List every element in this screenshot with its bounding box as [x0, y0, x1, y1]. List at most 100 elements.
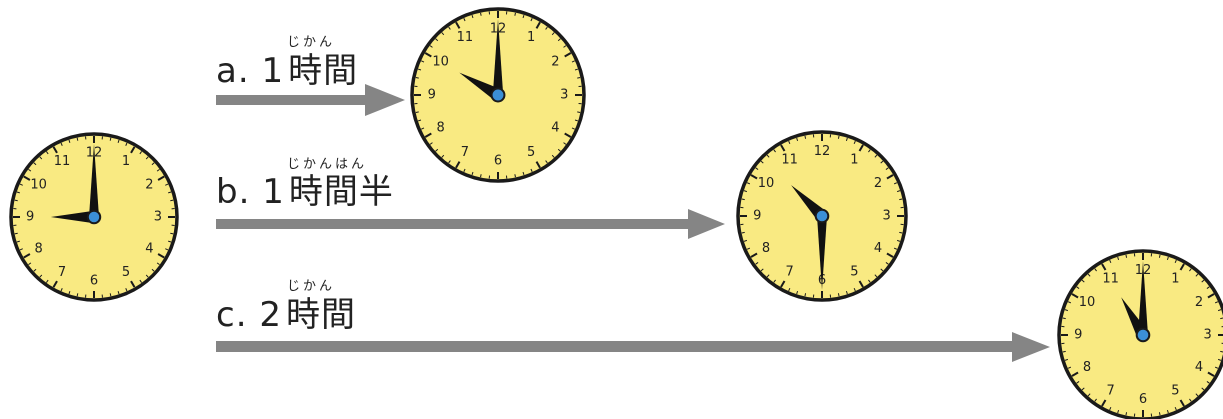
clock-tick	[52, 280, 58, 288]
clock-tick	[45, 279, 49, 283]
clock-tick	[429, 142, 433, 145]
clock-tick	[893, 182, 898, 185]
clock-tick	[68, 291, 71, 295]
clock-number: 10	[432, 54, 449, 69]
clock-tick	[858, 144, 864, 152]
clock-tick	[1207, 371, 1215, 377]
clock-tick	[535, 161, 541, 169]
clock-tick	[1195, 393, 1199, 397]
clock-number: 4	[551, 121, 559, 136]
clock-tick	[1125, 254, 1128, 258]
clock-tick	[845, 137, 848, 142]
clock-tick	[743, 190, 748, 193]
start-clock: 121234567891011	[9, 132, 179, 302]
clock-tick	[23, 175, 31, 181]
clock-center	[1135, 327, 1151, 343]
clock-tick	[766, 154, 770, 158]
clock-number: 7	[786, 265, 794, 280]
clock-tick	[1166, 409, 1169, 414]
clock-tick	[139, 279, 143, 283]
clock-tick	[455, 21, 461, 29]
clock-tick	[424, 52, 432, 58]
clock-tick	[893, 247, 898, 250]
clock-number: 8	[437, 121, 445, 136]
clock-tick	[741, 231, 745, 234]
clock-tick	[1174, 406, 1177, 411]
clock-tick	[574, 119, 579, 122]
clock-number: 3	[883, 209, 891, 224]
clock-tick	[545, 26, 548, 30]
clock-tick	[1206, 381, 1210, 384]
clock-number: 4	[145, 241, 153, 256]
clock-tick	[1214, 366, 1219, 369]
clock-tick	[755, 262, 759, 265]
clock-tick	[899, 231, 903, 234]
clock-tick	[1094, 398, 1097, 402]
clock-tick	[853, 140, 856, 145]
clock-tick	[896, 239, 901, 242]
clock-tick	[886, 174, 894, 180]
clock-tick	[463, 168, 466, 172]
clock-tick	[471, 14, 474, 19]
clock-number: 5	[1171, 384, 1179, 399]
clock-number: 2	[145, 178, 153, 193]
clock-tick	[1062, 350, 1066, 353]
clock-number: 4	[1195, 360, 1203, 375]
clock-tick	[165, 183, 169, 186]
clock-tick	[874, 274, 878, 278]
option-a-letter: a.	[216, 51, 250, 91]
clock-tick	[886, 252, 894, 258]
clock-number: 6	[1139, 392, 1147, 407]
clock-tick	[151, 162, 155, 166]
clock-tick	[417, 119, 422, 122]
clock-tick	[145, 274, 149, 278]
clock-tick	[564, 132, 572, 138]
clock-tick	[766, 274, 770, 278]
clock-tick	[845, 290, 848, 295]
clock-tick	[480, 12, 482, 16]
clock-tick	[1067, 301, 1072, 304]
clock-tick	[853, 287, 856, 292]
clock-number: 2	[874, 176, 882, 191]
minute-hand	[89, 144, 99, 222]
clock-number: 9	[428, 88, 436, 103]
clock-tick	[157, 175, 165, 181]
clock-number: 11	[457, 30, 474, 45]
clock-tick	[530, 168, 533, 172]
clock-tick	[1217, 309, 1222, 312]
clock-option-b: 121234567891011	[736, 130, 908, 302]
clock-number: 2	[1195, 295, 1203, 310]
clock-tick	[28, 168, 32, 172]
clock-tick	[130, 280, 136, 288]
clock-tick	[868, 279, 871, 283]
clock-tick	[1174, 259, 1177, 264]
clock-tick	[780, 280, 786, 288]
clock-center	[490, 87, 506, 103]
clock-tick	[28, 262, 32, 266]
clock-tick	[514, 174, 516, 178]
clock-tick	[168, 191, 172, 194]
clock-number: 10	[758, 176, 775, 191]
clock-center	[86, 209, 102, 225]
clock-tick	[157, 253, 165, 259]
clock-tick	[14, 199, 18, 202]
clock-tick	[1064, 358, 1069, 361]
clock-tick	[535, 21, 541, 29]
clock-tick	[1125, 412, 1128, 416]
clock-number: 1	[850, 152, 858, 167]
clock-tick	[130, 146, 136, 154]
clock-tick	[480, 174, 482, 178]
clock-tick	[441, 32, 445, 36]
clock-tick	[750, 174, 758, 180]
clock-tick	[741, 198, 745, 201]
clock-number: 10	[30, 178, 47, 193]
clock-tick	[1062, 317, 1066, 320]
clock-tick	[33, 268, 37, 272]
clock-tick	[76, 293, 79, 297]
clock-tick	[545, 160, 548, 164]
clock-tick	[1214, 301, 1219, 304]
minute-hand	[492, 19, 504, 101]
